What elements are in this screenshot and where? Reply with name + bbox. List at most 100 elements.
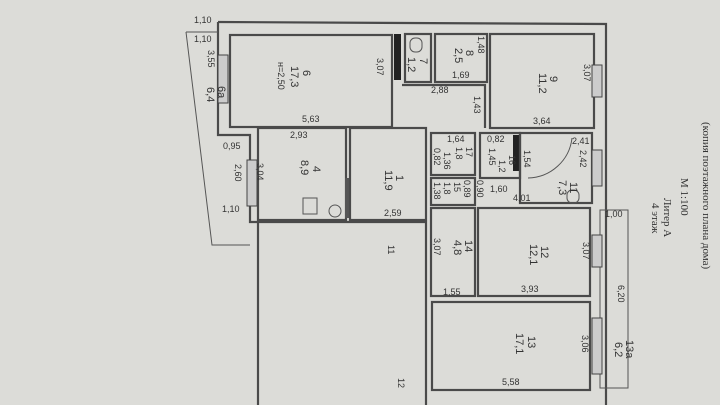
plan-header: (копия поэтажного плана дома) М 1:100 Ли… <box>649 122 712 270</box>
vent-shaft-2 <box>513 135 520 171</box>
room-4-area: 8,9 <box>298 160 310 175</box>
room-6-height: н=2,50 <box>276 62 286 90</box>
balcony-6a-area: 6,4 <box>204 87 216 102</box>
dim: 1,00 <box>605 209 623 219</box>
dim: 1,60 <box>490 184 508 194</box>
dim: 2,60 <box>233 164 243 182</box>
plan-floor: 4 этаж <box>649 203 661 234</box>
balcony-13a <box>599 209 629 389</box>
dim: 2,41 <box>572 136 590 146</box>
room-14-number: 14 <box>462 240 474 252</box>
dim: 1,43 <box>472 96 482 114</box>
door-arc <box>527 137 573 179</box>
windows <box>217 54 603 375</box>
room-labels: 6 17,3 н=2,50 7 1,2 8 2,5 9 11,2 4 8,9 1… <box>204 48 635 388</box>
room-12-area: 12,1 <box>527 244 539 265</box>
room-11-area: 7,3 <box>556 180 568 195</box>
dim: 1,55 <box>443 287 461 297</box>
dim: 1,38 <box>432 182 442 200</box>
dim: 3,93 <box>521 284 539 294</box>
room-15 <box>429 176 477 207</box>
room-13-number: 13 <box>525 336 537 348</box>
plan-subtitle: (копия поэтажного плана дома) <box>700 122 712 270</box>
balcony-6a-number: 6а <box>215 86 227 99</box>
room-13 <box>430 300 592 392</box>
room-4-number: 4 <box>310 166 322 172</box>
dim: 3,06 <box>580 335 590 353</box>
room-9-number: 9 <box>547 76 559 82</box>
room-15-number: 15 <box>452 182 462 192</box>
room-14 <box>429 206 477 298</box>
dim: 1,48 <box>476 36 486 54</box>
sink-icon <box>328 204 342 218</box>
outer-wall <box>217 20 608 405</box>
dim: 2,88 <box>431 85 449 95</box>
dim: 1,36 <box>442 152 452 170</box>
dim: 2,59 <box>384 208 402 218</box>
room-11-number: 11 <box>567 182 579 193</box>
dim: 1,69 <box>452 70 470 80</box>
dim: 6,20 <box>616 285 626 303</box>
dim: 1,45 <box>487 148 497 166</box>
toilet-icon <box>409 37 423 53</box>
room-17-area: 1,8 <box>454 147 464 160</box>
room-13-area: 17,1 <box>513 333 525 354</box>
dimension-labels: 1,10 1,10 3,55 3,07 5,63 2,93 0,95 2,60 … <box>194 15 626 387</box>
gas-riser <box>345 178 350 218</box>
dim: 0,82 <box>432 148 442 166</box>
dim: 4,01 <box>513 193 531 203</box>
dim: 1,54 <box>522 150 532 168</box>
room-1-number: 1 <box>393 175 405 181</box>
plan-scale: М 1:100 <box>678 178 690 216</box>
room-7-area: 1,2 <box>405 57 417 72</box>
dim: 3,07 <box>582 64 592 82</box>
room-16-number: 16 <box>507 155 517 165</box>
room-7-number: 7 <box>417 58 429 64</box>
dim: 0,89 <box>462 180 472 198</box>
dim: 1,64 <box>447 134 465 144</box>
room-17 <box>429 131 477 177</box>
dim: 3,04 <box>255 163 265 181</box>
dim: 3,64 <box>533 116 551 126</box>
room-15-area: 1,8 <box>442 182 452 195</box>
dim: 2,93 <box>290 130 308 140</box>
dim: 3,07 <box>432 238 442 256</box>
hall-wall <box>258 220 428 405</box>
room-17-number: 17 <box>464 147 474 157</box>
balcony-13a-number: 13а <box>623 340 635 359</box>
room-8-number: 8 <box>463 50 475 56</box>
room-14-area: 4,8 <box>451 240 463 255</box>
room-6-number: 6 <box>300 70 312 76</box>
vent-shaft <box>394 34 401 80</box>
dim: 1,10 <box>194 34 212 44</box>
plan-liter: Литер А <box>661 198 673 237</box>
dim: 0,95 <box>223 141 241 151</box>
dim: 2,42 <box>578 150 588 168</box>
label-11: 11 <box>386 245 396 254</box>
room-16-area: 1,2 <box>497 160 507 173</box>
dim: 1,10 <box>222 204 240 214</box>
boiler-icon <box>566 189 580 204</box>
room-9-area: 11,2 <box>536 73 548 94</box>
room-7 <box>403 32 433 84</box>
corridor-wall <box>402 83 487 128</box>
room-12 <box>476 206 592 298</box>
dim: 3,55 <box>206 50 216 68</box>
room-1-area: 11,9 <box>382 170 394 191</box>
room-1 <box>348 126 428 222</box>
room-8-area: 2,5 <box>452 48 464 63</box>
balcony-6a <box>185 31 250 246</box>
balcony-13a-area: 6,2 <box>612 342 624 357</box>
dim: 5,58 <box>502 377 520 387</box>
dim: 0,90 <box>475 180 485 198</box>
dim: 0,82 <box>487 134 505 144</box>
room-12-number: 12 <box>538 246 550 258</box>
stove-icon <box>302 197 318 215</box>
dim: 3,07 <box>375 58 385 76</box>
dim: 1,10 <box>194 15 212 25</box>
room-6-area: 17,3 <box>288 66 300 87</box>
room-4 <box>256 126 348 222</box>
dim: 5,63 <box>302 114 320 124</box>
